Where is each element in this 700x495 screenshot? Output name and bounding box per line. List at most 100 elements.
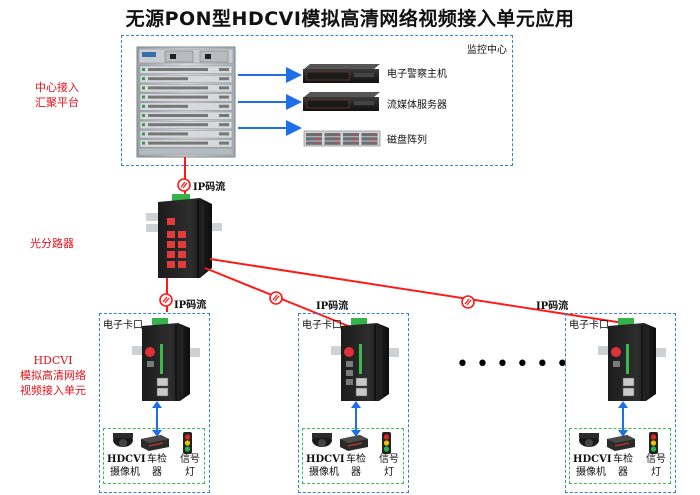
unit-label-line2: 模拟高清网络 xyxy=(20,369,86,382)
field-device-label-line: 摄像机 xyxy=(576,467,606,478)
disk-bay xyxy=(306,133,322,137)
line-card-slots xyxy=(139,65,233,148)
core-switch-chassis xyxy=(136,46,236,158)
checkpoint-label: 电子卡口 xyxy=(569,320,609,331)
data-flow-icon xyxy=(159,293,173,307)
disk-bay xyxy=(324,137,341,141)
fiber-port xyxy=(178,251,186,258)
access-unit-device xyxy=(598,318,666,401)
data-flow-icon xyxy=(461,295,475,309)
bidirectional-arrow-icon xyxy=(618,401,628,437)
disk-bay xyxy=(361,133,378,137)
field-device-icons xyxy=(113,432,192,454)
disk-bay xyxy=(306,141,322,145)
center-access-label: 中心接入 汇聚平台 xyxy=(22,80,92,110)
field-device-label: 车检器 xyxy=(343,453,369,479)
bidirectional-arrow-icon xyxy=(351,401,361,437)
field-device-label: 信号灯 xyxy=(643,453,669,479)
server-label-disk-array: 磁盘阵列 xyxy=(387,135,427,146)
ip-stream-label-unit2: IP码流 xyxy=(316,301,349,312)
rack-server-icon xyxy=(303,64,380,83)
center-access-label-line1: 中心接入 xyxy=(35,81,79,94)
checkpoint-box xyxy=(565,313,676,493)
field-device-label-line: HDCVI xyxy=(107,454,146,465)
dome-camera-icon xyxy=(312,433,332,447)
field-device-label-line: 器 xyxy=(351,467,361,478)
field-device-label: 信号灯 xyxy=(376,453,402,479)
field-device-label-line: 摄像机 xyxy=(110,467,140,478)
monitoring-center-label: 监控中心 xyxy=(467,45,507,56)
field-devices-box xyxy=(103,428,205,484)
checkpoint-box xyxy=(298,313,409,493)
fiber-port xyxy=(167,231,175,238)
disk-bay xyxy=(361,141,378,145)
field-device-label: 车检器 xyxy=(610,453,636,479)
traffic-light-icon xyxy=(382,432,391,454)
unit-label: HDCVI 模拟高清网络 视频接入单元 xyxy=(10,353,96,398)
fiber-port xyxy=(167,251,175,258)
fiber-port xyxy=(167,261,175,268)
ip-stream-label-unit1: IP码流 xyxy=(174,300,207,311)
monitoring-center-box xyxy=(121,35,513,166)
fiber-port xyxy=(167,241,175,248)
disk-bay xyxy=(343,137,359,141)
field-device-icons xyxy=(312,432,391,454)
field-device-label-line: 信号 xyxy=(646,454,666,465)
field-device-label: 信号灯 xyxy=(177,453,203,479)
field-device-label-line: 车检 xyxy=(613,454,633,465)
field-device-label-line: 灯 xyxy=(185,467,195,478)
field-device-label-line: 器 xyxy=(618,467,628,478)
fiber-to-unit-3 xyxy=(209,258,631,325)
traffic-light-icon xyxy=(649,432,658,454)
field-device-label-line: 车检 xyxy=(346,454,366,465)
disk-bay xyxy=(324,141,341,145)
rack-server-icon xyxy=(303,92,380,111)
fiber-to-unit-2 xyxy=(204,267,364,333)
ip-stream-label-unit3: IP码流 xyxy=(536,301,569,312)
field-device-label-line: 灯 xyxy=(384,467,394,478)
field-device-label-line: 车检 xyxy=(147,454,167,465)
unit-label-line3: 视频接入单元 xyxy=(20,384,86,397)
dome-camera-icon xyxy=(113,433,133,447)
optical-splitter-device xyxy=(146,194,222,278)
field-device-label-line: 信号 xyxy=(180,454,200,465)
disk-bay xyxy=(343,133,359,137)
field-devices-box xyxy=(569,428,671,484)
disk-bay xyxy=(361,137,378,141)
field-device-label: HDCVI 摄像机 xyxy=(107,453,146,479)
disk-bay xyxy=(343,141,359,145)
disk-bay xyxy=(324,133,341,137)
field-device-label-line: HDCVI xyxy=(306,454,345,465)
splitter-label: 光分路器 xyxy=(30,237,74,250)
access-unit-device xyxy=(132,318,200,401)
fiber-port xyxy=(178,231,186,238)
vehicle-detector-icon xyxy=(141,435,169,451)
server-label-police-host: 电子警察主机 xyxy=(387,69,447,80)
checkpoint-box xyxy=(99,313,210,493)
checkpoint-label: 电子卡口 xyxy=(103,320,143,331)
fiber-port xyxy=(178,241,186,248)
traffic-light-icon xyxy=(183,432,192,454)
data-flow-icon xyxy=(177,178,191,192)
data-flow-icon xyxy=(269,291,283,305)
page-title: 无源PON型HDCVI模拟高清网络视频接入单元应用 xyxy=(125,8,575,30)
access-unit-device xyxy=(331,318,399,401)
disk-bay xyxy=(306,137,322,141)
bidirectional-arrow-icon xyxy=(152,401,162,437)
center-access-label-line2: 汇聚平台 xyxy=(35,96,79,109)
vehicle-detector-icon xyxy=(607,435,635,451)
disk-array-icon xyxy=(303,130,381,147)
ip-stream-label-core: IP码流 xyxy=(193,182,226,193)
field-device-icons xyxy=(579,432,658,454)
field-device-label-line: 灯 xyxy=(651,467,661,478)
field-device-label-line: 信号 xyxy=(379,454,399,465)
dome-camera-icon xyxy=(579,433,599,447)
fiber-port xyxy=(178,261,186,268)
fiber-port xyxy=(167,218,175,225)
vehicle-detector-icon xyxy=(340,435,368,451)
more-units-ellipsis: •••••• xyxy=(456,352,576,377)
